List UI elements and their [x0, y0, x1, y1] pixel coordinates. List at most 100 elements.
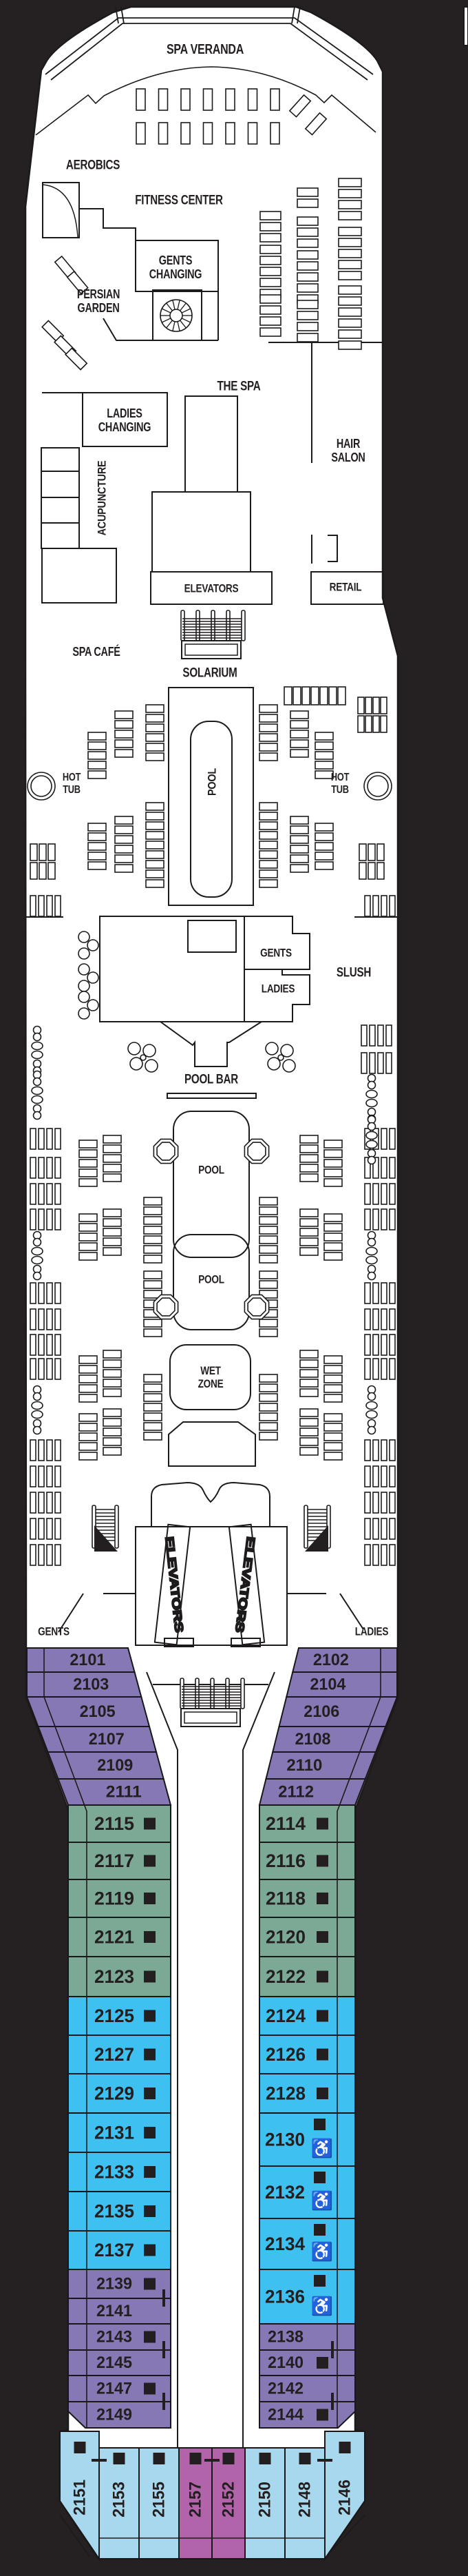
cabin-number: 2144	[268, 2406, 304, 2424]
sofa-bed-icon	[144, 2382, 156, 2395]
sofa-bed-icon	[222, 2453, 235, 2464]
cabin-2149[interactable]	[67, 2401, 171, 2429]
sofa-bed-icon	[317, 1817, 328, 1830]
cabins: 2101210321052107210921112115211721192121…	[25, 1647, 398, 2562]
elevator-shaft-left	[153, 1523, 191, 1646]
aerobics-room	[42, 182, 80, 238]
wheelchair-icon: ♿	[311, 2190, 333, 2211]
elevator-shaft-right	[228, 1523, 266, 1646]
cabin-number: 2149	[96, 2406, 132, 2424]
cabin-number: 2118	[266, 1888, 306, 1909]
cabin-number: 2109	[97, 1756, 133, 1775]
sofa-bed-icon	[314, 2224, 326, 2236]
sofa-bed-icon	[144, 2244, 156, 2256]
sofa-bed-icon	[317, 1970, 328, 1983]
veranda-boundary	[35, 66, 376, 136]
cabin-number: 2153	[110, 2482, 129, 2517]
retail-room	[310, 571, 384, 605]
sofa-bed-icon	[144, 1970, 156, 1983]
balcony-lines	[43, 1648, 381, 2557]
cabin-number: 2105	[80, 1702, 116, 1721]
solarium-bar	[187, 920, 237, 953]
wheelchair-icon: ♿	[311, 2241, 333, 2262]
sofa-bed-icon	[317, 2010, 328, 2022]
sofa-bed-icon	[144, 2088, 156, 2099]
cabin-number: 2155	[150, 2482, 169, 2517]
cabin-number: 2111	[106, 1783, 142, 1802]
pool-2	[173, 1234, 250, 1330]
cabin-number: 2157	[187, 2482, 205, 2517]
cabin-number: 2148	[296, 2482, 315, 2517]
corridor-wall-right	[242, 1671, 275, 2448]
bow-rails	[35, 6, 376, 136]
sofa-bed-icon	[144, 2010, 156, 2022]
cabin-number: 2107	[89, 1730, 125, 1749]
cabin-number: 2137	[94, 2240, 134, 2260]
cabin-number: 2119	[94, 1888, 134, 1909]
cabin-number: 2108	[295, 1730, 330, 1749]
sofa-bed-icon	[144, 1855, 156, 1867]
wheelchair-icon: ♿	[311, 2296, 333, 2316]
cabin-number: 2117	[94, 1851, 134, 1871]
cabin-number: 2140	[268, 2353, 304, 2372]
adjacent-plan-sliver	[463, 6, 468, 46]
cabin-number: 2136	[265, 2287, 305, 2307]
cabin-number: 2145	[96, 2353, 132, 2372]
pool-bar-structure	[160, 1021, 262, 1067]
cabin-number: 2151	[71, 2480, 89, 2515]
cabin-number: 2103	[73, 1676, 109, 1694]
cabin-number: 2116	[266, 1851, 306, 1871]
cabin-number: 2138	[268, 2328, 304, 2347]
cabin-number: 2122	[266, 1966, 306, 1987]
sofa-bed-icon	[74, 2442, 86, 2453]
sofa-bed-icon	[144, 2205, 156, 2217]
sofa-bed-icon	[144, 2331, 156, 2343]
cabin-number: 2141	[96, 2302, 132, 2320]
cabin-number: 2132	[265, 2182, 305, 2203]
cabin-number: 2127	[94, 2044, 134, 2065]
connecting-door-ticks	[92, 2289, 334, 2462]
cabin-number: 2131	[94, 2123, 134, 2143]
sofa-bed-icon	[144, 2127, 156, 2139]
sofa-bed-icon	[317, 2409, 328, 2421]
cabin-number: 2142	[268, 2380, 304, 2398]
cabin-number: 2150	[256, 2482, 275, 2517]
cabin-number: 2130	[265, 2130, 305, 2150]
cabin-number: 2147	[96, 2380, 132, 2398]
sofa-bed-icon	[259, 2453, 271, 2464]
cabin-2146[interactable]	[324, 2431, 365, 2562]
corridor-wall-left	[146, 1671, 178, 2448]
sofa-bed-icon	[317, 2048, 328, 2061]
elevator-lobby-fore	[150, 571, 273, 605]
cabin-number: 2110	[286, 1756, 322, 1775]
cabin-number: 2101	[70, 1651, 105, 1669]
gents-aft-wall	[58, 1593, 84, 1633]
cabin-number: 2106	[304, 1702, 339, 1721]
cabin-number: 2135	[94, 2201, 134, 2222]
cabin-number: 2102	[313, 1651, 349, 1669]
cabin-number: 2152	[220, 2482, 238, 2517]
cabin-number: 2125	[94, 2006, 134, 2026]
cabin-number: 2114	[266, 1813, 306, 1834]
pool-bar-counter	[167, 1093, 257, 1099]
sofa-bed-icon	[317, 1931, 328, 1943]
sofa-bed-icon	[144, 1817, 156, 1830]
sofa-bed-icon	[314, 2275, 326, 2287]
cabin-number: 2123	[94, 1966, 134, 1987]
sofa-bed-icon	[144, 1893, 156, 1904]
sofa-bed-icon	[153, 2453, 165, 2464]
sofa-bed-icon	[339, 2442, 351, 2453]
cabin-number: 2121	[94, 1927, 134, 1948]
sofa-bed-icon	[317, 2357, 328, 2369]
cabin-number: 2120	[266, 1927, 306, 1948]
sofa-bed-icon	[144, 2278, 156, 2290]
ladies-aft-wall	[339, 1593, 364, 1630]
wet-zone	[169, 1344, 251, 1410]
cabin-number: 2134	[265, 2234, 305, 2254]
wheelchair-icon: ♿	[311, 2138, 333, 2158]
wet-zone-platform	[168, 1421, 256, 1467]
cabin-number: 2104	[310, 1676, 346, 1694]
sofa-bed-icon	[189, 2453, 202, 2464]
cabin-number: 2146	[336, 2480, 354, 2515]
